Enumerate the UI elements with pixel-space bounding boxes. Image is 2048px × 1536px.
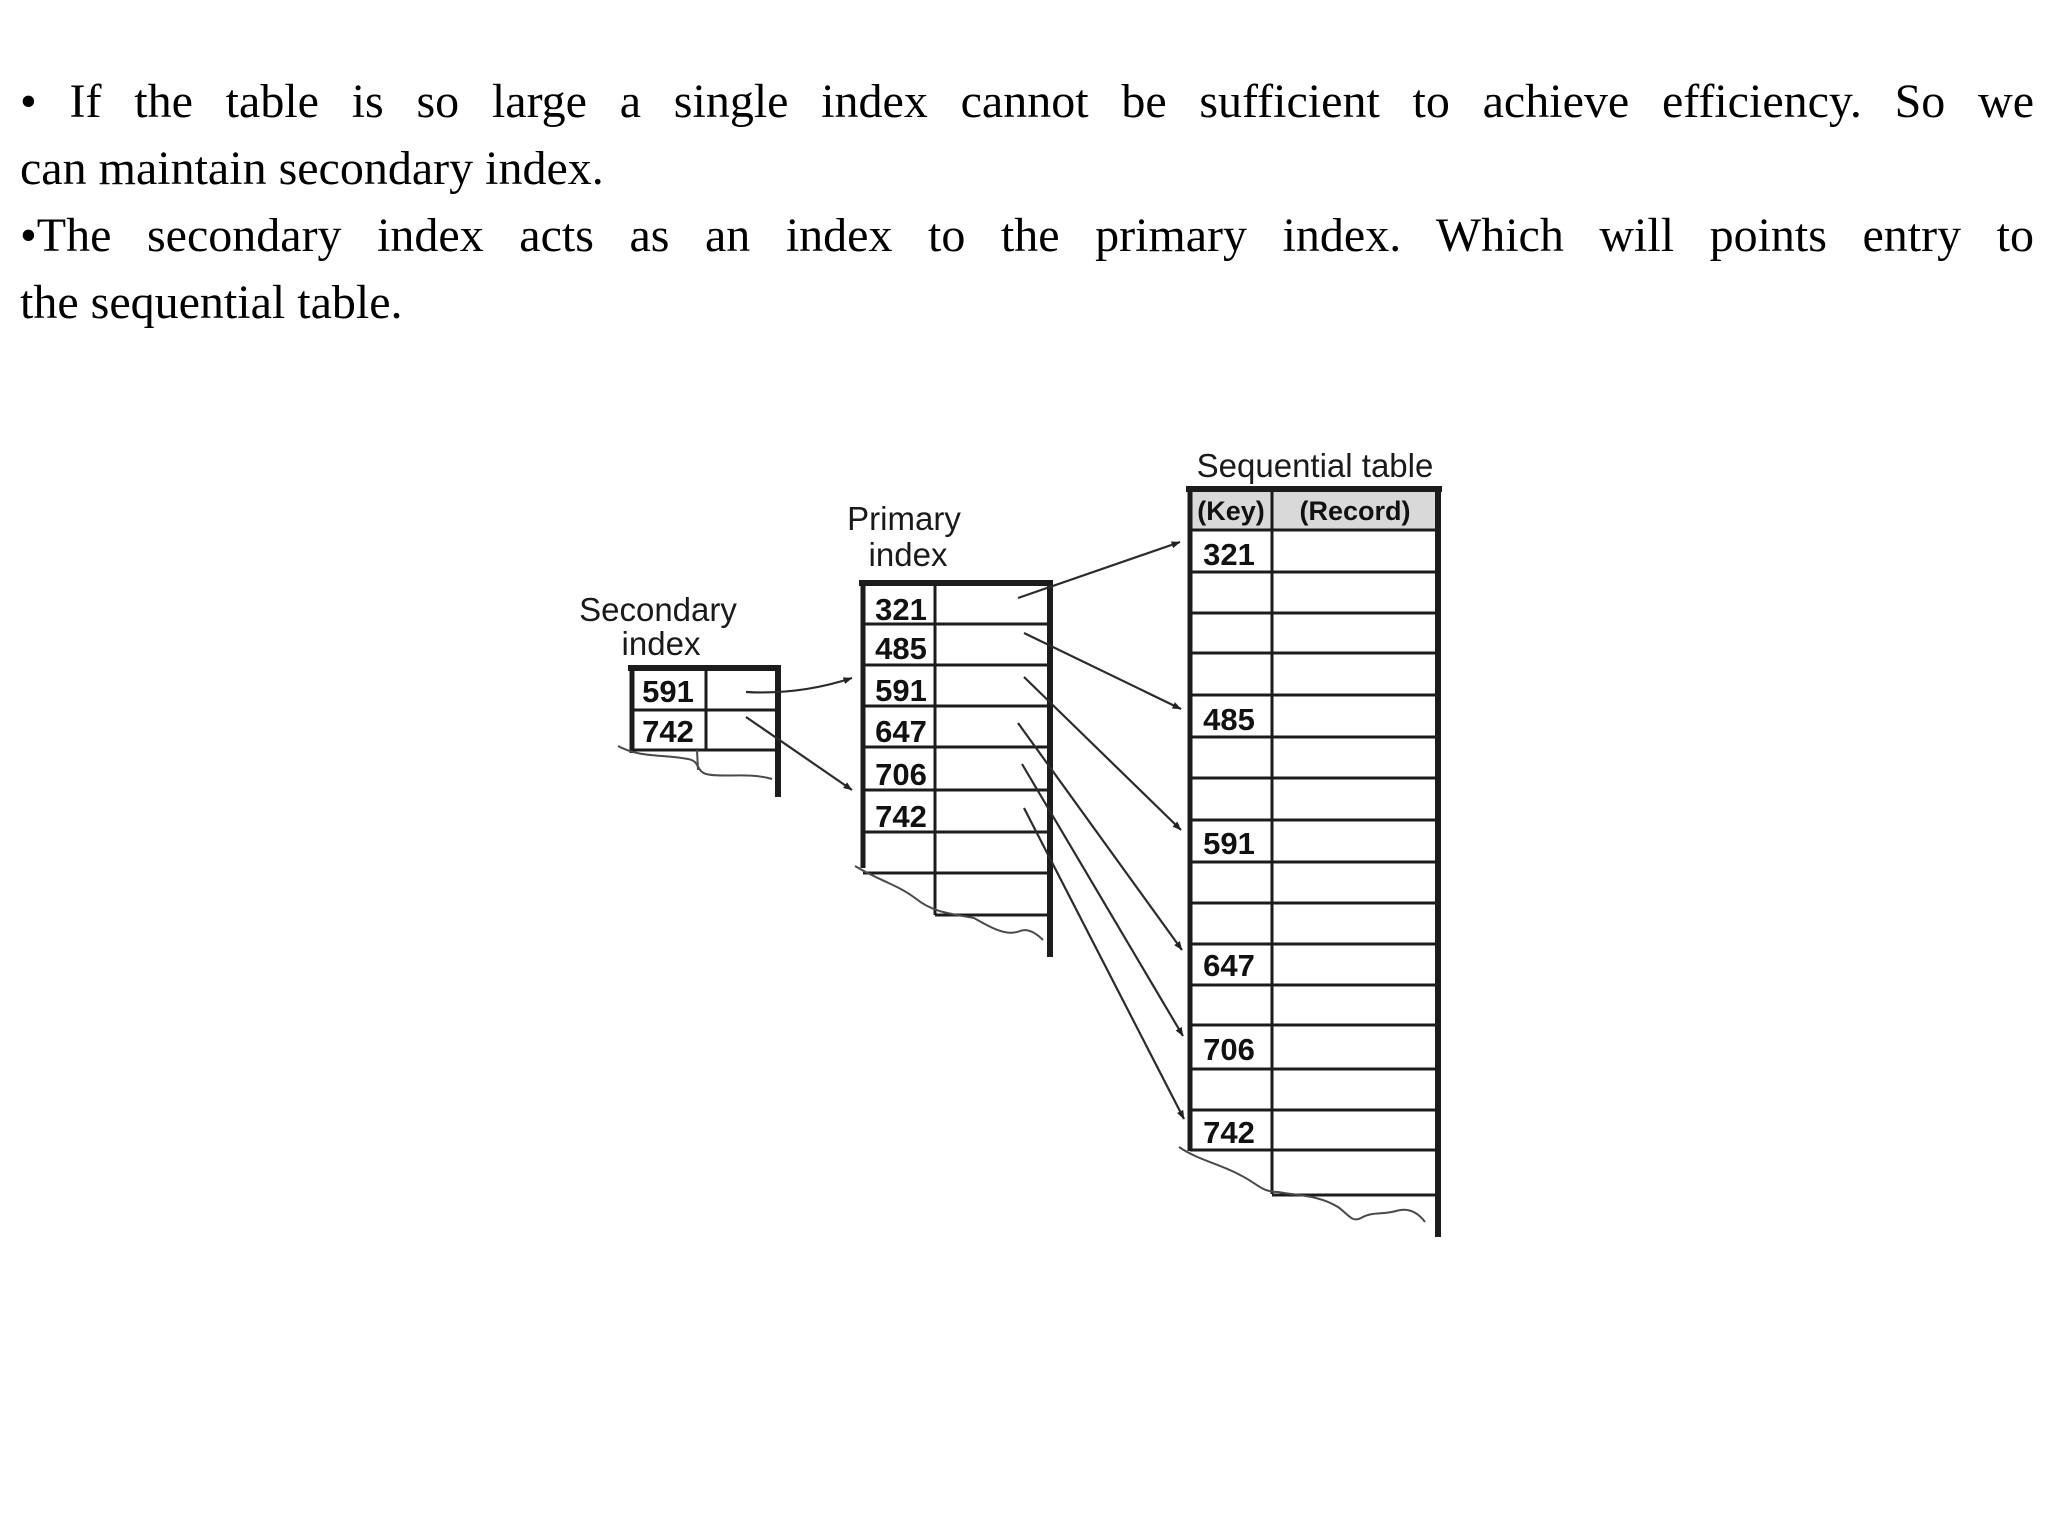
sequential-key-591: 591 — [1203, 826, 1255, 861]
primary-index-label-line1: Primary — [847, 500, 961, 537]
primary-key-485: 485 — [875, 631, 927, 666]
secondary-key-742: 742 — [642, 714, 694, 749]
arrow-secondary742-to-primary742 — [745, 716, 853, 791]
sequential-torn-edge — [1178, 1146, 1426, 1223]
bullet-text: • If the table is so large a single inde… — [20, 68, 2034, 336]
primary-key-706: 706 — [875, 757, 927, 792]
arrow-primary742-to-sequential742 — [1023, 807, 1185, 1120]
arrow-primary591-to-sequential591 — [1023, 676, 1182, 831]
diagram-arrows — [745, 540, 1185, 1120]
sequential-table: Sequential table (Key) (Record) 321 485 … — [1178, 447, 1442, 1237]
secondary-index-label-line1: Secondary — [579, 591, 737, 628]
sequential-col-header-key: (Key) — [1197, 496, 1265, 526]
secondary-torn-edge — [617, 745, 773, 780]
primary-index-label-line2: index — [869, 536, 948, 573]
arrow-primary485-to-sequential485 — [1023, 632, 1182, 710]
secondary-index-table: Secondary index 591 742 — [579, 591, 781, 797]
secondary-key-591: 591 — [642, 674, 694, 709]
secondary-index-label-line2: index — [622, 625, 701, 662]
sequential-key-706: 706 — [1203, 1032, 1255, 1067]
primary-index-table: Primary index 321 485 591 647 706 742 — [847, 500, 1053, 957]
primary-key-647: 647 — [875, 714, 927, 749]
arrow-primary706-to-sequential706 — [1021, 763, 1184, 1037]
bullet-line-3: •The secondary index acts as an index to… — [20, 209, 2034, 262]
primary-torn-edge — [854, 865, 1044, 941]
sequential-key-647: 647 — [1203, 948, 1255, 983]
bullet-line-2: can maintain secondary index. — [20, 142, 604, 195]
arrow-primary647-to-sequential647 — [1017, 722, 1183, 951]
sequential-key-485: 485 — [1203, 702, 1255, 737]
primary-key-742: 742 — [875, 799, 927, 834]
primary-key-321: 321 — [875, 592, 927, 627]
sequential-header-background — [1190, 490, 1438, 530]
arrow-secondary591-to-primary591 — [745, 676, 853, 694]
bullet-line-1: • If the table is so large a single inde… — [20, 75, 2034, 128]
bullet-line-4: the sequential table. — [20, 276, 403, 329]
sequential-key-742: 742 — [1203, 1115, 1255, 1150]
sequential-table-title: Sequential table — [1197, 447, 1434, 484]
primary-key-591: 591 — [875, 673, 927, 708]
sequential-key-321: 321 — [1203, 537, 1255, 572]
sequential-col-header-record: (Record) — [1299, 496, 1410, 526]
arrow-primary321-to-sequential321 — [1017, 540, 1181, 600]
